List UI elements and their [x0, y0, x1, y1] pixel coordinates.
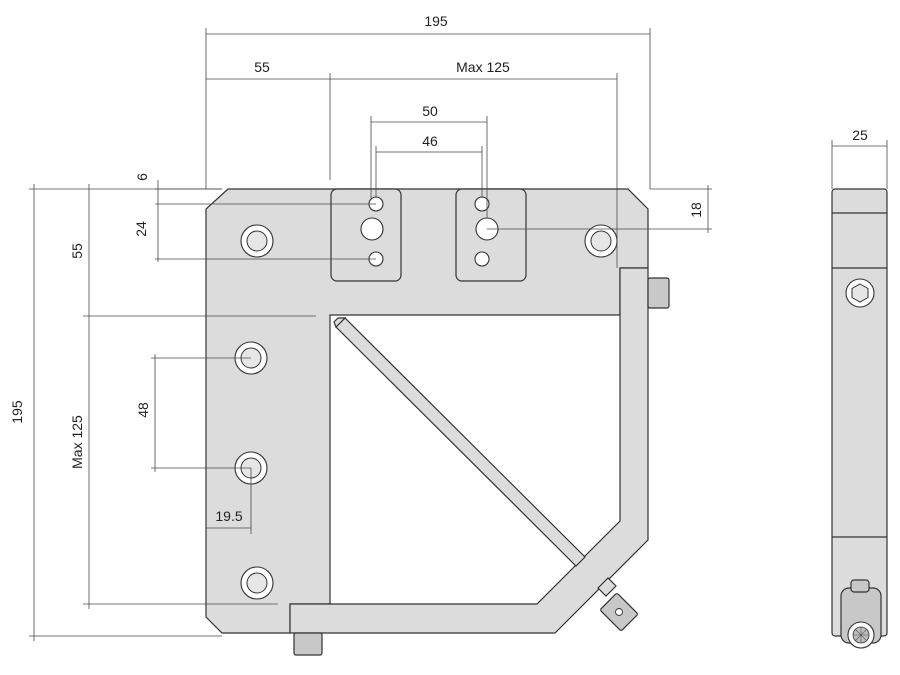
dim-left-offset: 55 — [254, 59, 270, 75]
dimension-lines — [29, 28, 888, 641]
rod-end-knob — [600, 593, 638, 631]
side-body — [831, 188, 888, 637]
bottom-tab — [293, 632, 323, 656]
dim-max-height: Max 125 — [69, 415, 85, 469]
rod-tip — [333, 317, 347, 329]
dim-hole-x-offset: 19.5 — [215, 508, 242, 524]
dim-slot-outer: 50 — [422, 103, 438, 119]
slot-hole-small — [474, 251, 490, 267]
dim-top-edge: 6 — [134, 173, 150, 181]
side-knob-cap — [850, 579, 870, 593]
dim-slot-inner: 46 — [422, 133, 438, 149]
dim-overall-width: 195 — [424, 13, 448, 29]
mount-hole — [584, 224, 618, 258]
clamp-arm — [289, 267, 649, 634]
dim-overall-height: 195 — [9, 400, 25, 424]
front-view — [205, 188, 670, 656]
side-view — [831, 188, 888, 649]
dim-right-hole-offset: 18 — [688, 202, 704, 218]
hex-screw-icon — [845, 278, 875, 308]
knurled-screw-icon — [847, 621, 875, 649]
arm-side-knob — [647, 277, 670, 309]
dim-hole-spacing-left: 48 — [135, 402, 151, 418]
slot-hole-large — [360, 217, 384, 241]
dim-left-vertical-offset: 55 — [69, 243, 85, 259]
mount-hole — [240, 224, 274, 258]
diagonal-rod — [335, 317, 586, 567]
rod-end-collar — [597, 577, 617, 597]
dim-hole-spacing-top: 24 — [133, 221, 149, 237]
mount-hole — [240, 566, 274, 600]
dim-max-width: Max 125 — [456, 59, 510, 75]
main-plate — [205, 188, 649, 634]
dim-side-thickness: 25 — [852, 127, 868, 143]
